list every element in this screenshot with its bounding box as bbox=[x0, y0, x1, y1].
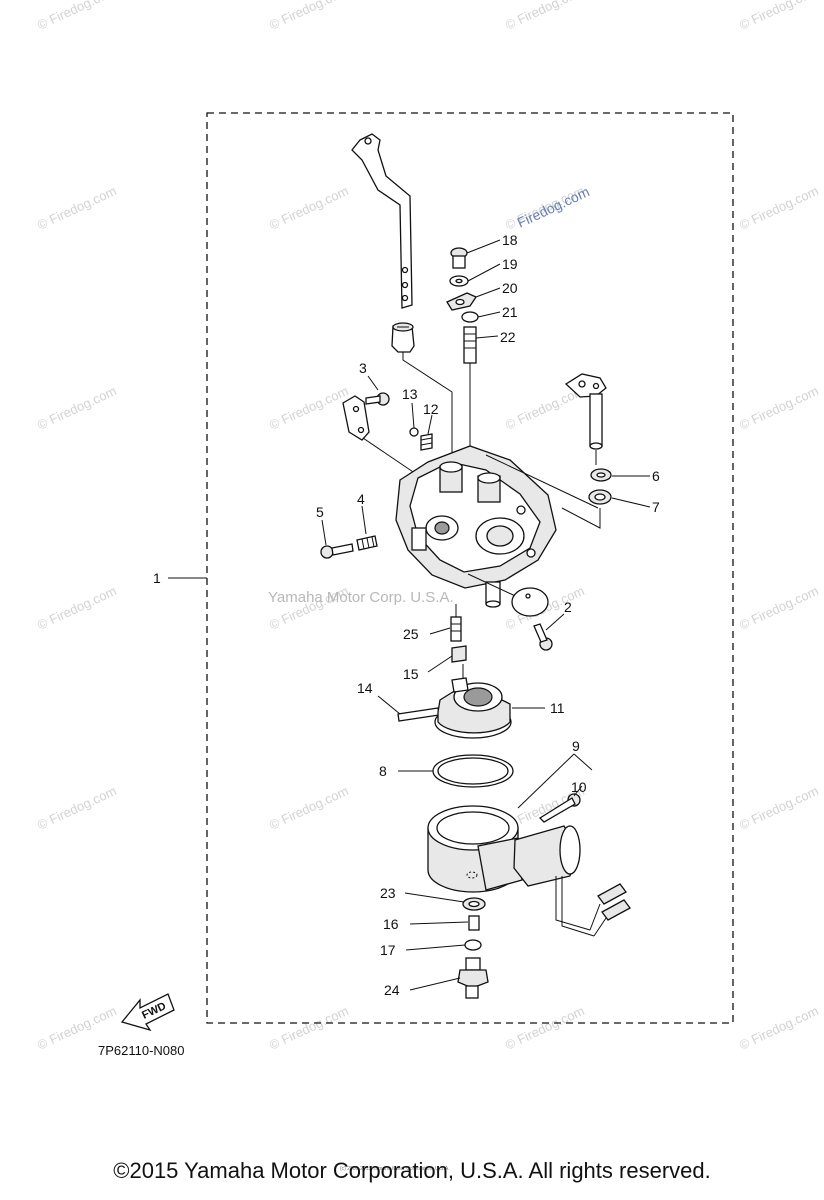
part-label-20: 20 bbox=[502, 280, 518, 296]
carburetor-body bbox=[395, 445, 599, 608]
firedog-watermark: © Firedog.com bbox=[267, 0, 351, 33]
firedog-watermark: © Firedog.com bbox=[737, 583, 821, 633]
center-watermark: Yamaha Motor Corp. U.S.A. bbox=[268, 589, 454, 606]
screw-2 bbox=[533, 623, 553, 651]
gasket-8 bbox=[432, 754, 514, 788]
clip-15 bbox=[451, 645, 467, 663]
part-label-18: 18 bbox=[502, 232, 518, 248]
spring-12 bbox=[420, 433, 433, 451]
solenoid bbox=[513, 825, 595, 937]
connector bbox=[589, 883, 631, 937]
tiny-copyright: (c) 2006-2015 Yamaha Motor Corporation, … bbox=[340, 1166, 450, 1172]
gasket-23 bbox=[462, 897, 486, 911]
ball-13 bbox=[409, 427, 419, 437]
firedog-watermark: © Firedog.com bbox=[267, 383, 351, 433]
part-label-8: 8 bbox=[379, 763, 387, 779]
part-label-22: 22 bbox=[500, 329, 516, 345]
screw-3 bbox=[365, 392, 390, 406]
firedog-watermark: © Firedog.com bbox=[737, 383, 821, 433]
o-ring-17 bbox=[464, 939, 482, 951]
seal-7 bbox=[588, 489, 612, 505]
part-label-4: 4 bbox=[357, 491, 365, 507]
part-label-23: 23 bbox=[380, 885, 396, 901]
firedog-watermark: © Firedog.com bbox=[737, 0, 821, 33]
drain-screw-24 bbox=[457, 957, 489, 999]
drawing-code: 7P62110-N080 bbox=[98, 1043, 185, 1058]
bracket-20 bbox=[446, 292, 477, 311]
spring-4 bbox=[356, 535, 378, 551]
firedog-watermark: © Firedog.com bbox=[35, 783, 119, 833]
washer-6 bbox=[590, 468, 612, 482]
idle-screw-cap bbox=[391, 322, 415, 353]
float-11 bbox=[434, 677, 512, 739]
firedog-watermark: © Firedog.com bbox=[35, 583, 119, 633]
part-label-19: 19 bbox=[502, 256, 518, 272]
part-label-15: 15 bbox=[403, 666, 419, 682]
choke-plate bbox=[511, 587, 549, 617]
assembly-boundary bbox=[206, 112, 734, 1024]
firedog-watermark: © Firedog.com bbox=[35, 383, 119, 433]
pin-14 bbox=[397, 707, 440, 722]
part-label-9: 9 bbox=[572, 738, 580, 754]
part-label-2: 2 bbox=[564, 599, 572, 615]
part-label-21: 21 bbox=[502, 304, 518, 320]
part-label-3: 3 bbox=[359, 360, 367, 376]
jet-22 bbox=[463, 326, 477, 478]
screw-5 bbox=[320, 543, 354, 559]
leader-lines bbox=[168, 239, 651, 991]
part-label-7: 7 bbox=[652, 499, 660, 515]
o-ring-21 bbox=[461, 311, 479, 323]
screw-10 bbox=[538, 793, 581, 823]
part-label-11: 11 bbox=[550, 700, 565, 716]
blue-watermark: Firedog.com bbox=[515, 183, 592, 230]
firedog-watermark: © Firedog.com bbox=[267, 783, 351, 833]
firedog-watermark: © Firedog.com bbox=[503, 1003, 587, 1053]
firedog-watermark: © Firedog.com bbox=[737, 1003, 821, 1053]
firedog-watermark: © Firedog.com bbox=[35, 183, 119, 233]
firedog-watermark: © Firedog.com bbox=[35, 0, 119, 33]
part-label-16: 16 bbox=[383, 916, 399, 932]
part-label-10: 10 bbox=[571, 779, 587, 795]
jet-25 bbox=[450, 604, 462, 642]
part-labels: 1 2 3 4 5 6 7 8 9 10 11 12 13 14 15 16 1… bbox=[153, 232, 660, 998]
part-label-24: 24 bbox=[384, 982, 400, 998]
firedog-watermark: © Firedog.com bbox=[267, 1003, 351, 1053]
choke-lever bbox=[564, 373, 607, 465]
part-label-1: 1 bbox=[153, 570, 161, 586]
fwd-arrow-icon: FWD bbox=[120, 993, 175, 1032]
firedog-watermark: © Firedog.com bbox=[503, 0, 587, 33]
copyright-footer: ©2015 Yamaha Motor Corporation, U.S.A. A… bbox=[113, 1158, 711, 1183]
throttle-lever bbox=[351, 133, 413, 309]
part-label-12: 12 bbox=[423, 401, 439, 417]
part-label-6: 6 bbox=[652, 468, 660, 484]
part-label-5: 5 bbox=[316, 504, 324, 520]
part-label-14: 14 bbox=[357, 680, 373, 696]
part-label-13: 13 bbox=[402, 386, 418, 402]
washer-19 bbox=[449, 275, 469, 287]
firedog-watermark: © Firedog.com bbox=[737, 183, 821, 233]
jet-16 bbox=[468, 915, 480, 931]
part-label-25: 25 bbox=[403, 626, 419, 642]
part-label-17: 17 bbox=[380, 942, 396, 958]
firedog-watermark: © Firedog.com bbox=[267, 183, 351, 233]
firedog-watermark: © Firedog.com bbox=[737, 783, 821, 833]
screw-18 bbox=[450, 247, 468, 269]
float-bowl-9 bbox=[427, 805, 523, 893]
